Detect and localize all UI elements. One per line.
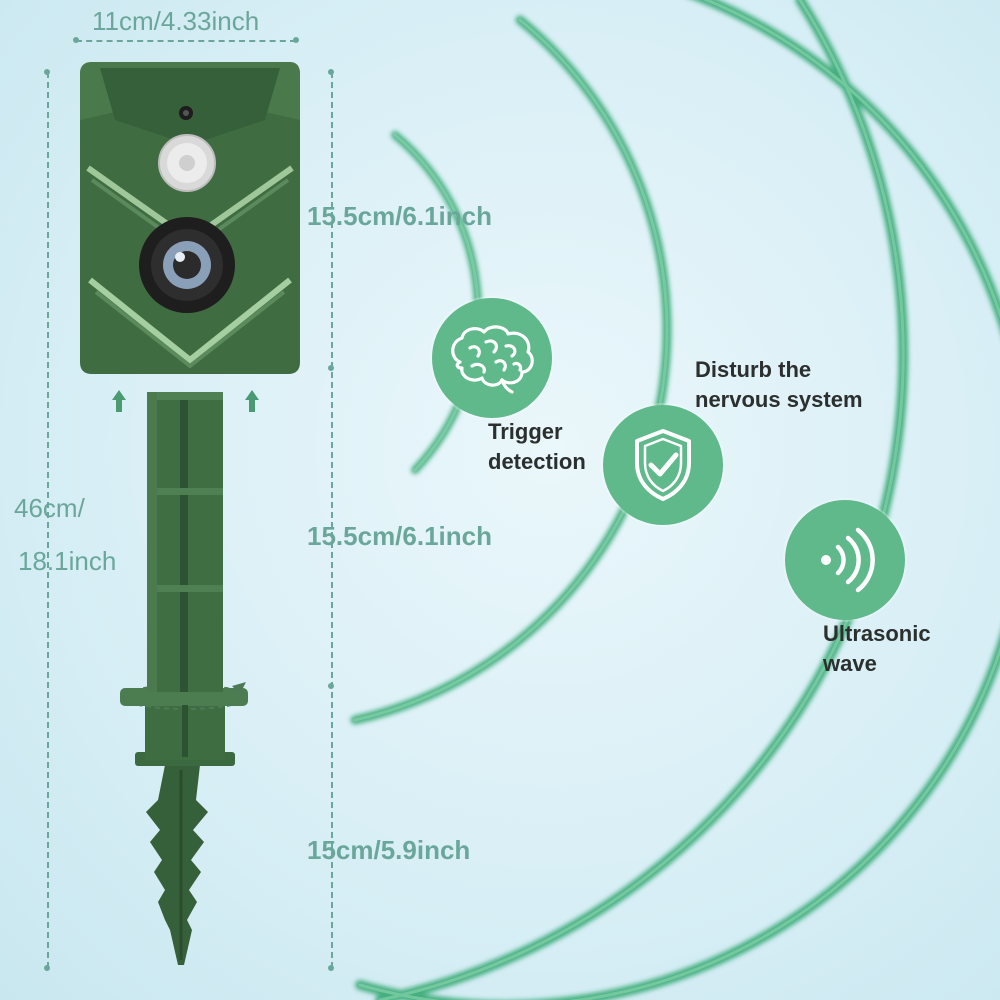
segment-bottom-label: 15cm/5.9inch	[307, 835, 471, 865]
width-dimension-line	[76, 40, 296, 42]
trigger-detection-label-line2: detection	[488, 449, 586, 474]
brain-icon	[451, 325, 534, 394]
ultrasonic-wave-label-line2: wave	[823, 651, 877, 676]
stake-collar	[120, 682, 248, 766]
segment-top-label: 15.5cm/6.1inch	[307, 201, 492, 231]
total-height-dimension-line	[47, 72, 49, 968]
ultrasonic-wave-icon	[821, 527, 875, 593]
device-housing	[80, 62, 300, 374]
ultrasonic-wave-label-line1: Ultrasonic	[823, 621, 931, 646]
width-dimension-label: 11cm/4.33inch	[92, 6, 260, 36]
segment-middle-label: 15.5cm/6.1inch	[307, 521, 492, 551]
stake-pole	[147, 392, 223, 692]
nervous-system-label-line1: Disturb the	[695, 357, 812, 382]
shield-check-icon	[635, 429, 691, 501]
nervous-system-badge	[603, 405, 723, 525]
total-height-label-line2: 18.1inch	[18, 546, 117, 576]
insert-arrows	[112, 390, 259, 412]
trigger-detection-label-line1: Trigger	[488, 419, 563, 444]
nervous-system-label-line2: nervous system	[695, 387, 863, 412]
trigger-detection-badge	[432, 298, 552, 418]
total-height-label-line1: 46cm/	[14, 493, 85, 523]
ground-stake-spike	[146, 765, 208, 965]
ultrasonic-wave-badge	[785, 500, 905, 620]
segment-height-dimension-line	[331, 72, 333, 968]
